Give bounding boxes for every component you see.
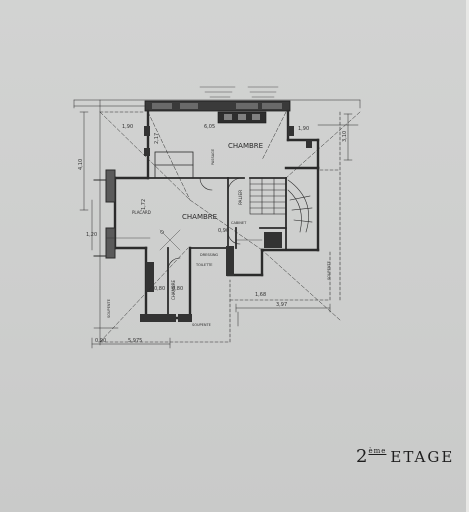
floor-word: ETAGE [390,448,455,466]
dim-b2: 1,68 [255,292,266,298]
wardrobe [154,151,194,179]
dim-bottom-mid: 3,97 [276,302,287,308]
centre-marks [105,229,263,251]
label-palier: PALIER [238,190,244,205]
label-placard: PLACARD [132,210,151,215]
label-soupente-right: SOUPENTE [327,261,331,280]
dim-bottom-left: 5,975 [128,338,142,344]
dim-chambre-width: 2,17 [154,133,160,144]
staircase [249,177,313,233]
floor-suffix: ème [368,447,387,455]
label-passage: PASSAGE [211,149,215,165]
dim-stair-a: 1,72 [141,199,147,210]
label-soupente-bottom: SOUPENTE [192,323,211,327]
label-soupente-left: SOUPENTE [107,299,111,318]
dim-left-height: 4,10 [78,159,84,170]
dim-left-small: 0,90 [95,338,106,344]
door-swings [167,177,243,271]
dim-right-height: 3,10 [342,131,348,142]
left-parapet [93,169,116,259]
dim-top-left: 1,90 [122,124,133,130]
dim-small-w1: 0,80 [154,286,165,292]
sheet-edge [466,0,469,512]
roof-diagonals [99,111,361,343]
roof-strip [144,100,291,124]
label-dressing: DRESSING [200,253,218,257]
label-toilette: TOILETTE [195,263,213,267]
left-dimensions [79,111,93,251]
room-label-chambre-top: CHAMBRE [228,142,263,150]
dim-stair-b: 0,90 [218,228,229,234]
wall-blocks [140,126,312,322]
top-dimension-line [73,99,361,346]
room-label-chambre-small: CHAMBRE [171,279,176,300]
label-cabinet: CABINET [231,221,247,225]
dim-b1: 1,20 [86,232,97,238]
roof-edge [99,111,341,343]
dim-top-mid: 6,05 [204,124,215,130]
floor-number: 2 [356,446,369,467]
room-label-chambre-mid: CHAMBRE [182,213,217,221]
dim-small-w2: 0,80 [172,286,183,292]
top-annotations [199,86,279,98]
bottom-dimensions [91,303,331,349]
dim-top-right: 1,90 [298,126,309,132]
right-dimensions [317,113,359,161]
